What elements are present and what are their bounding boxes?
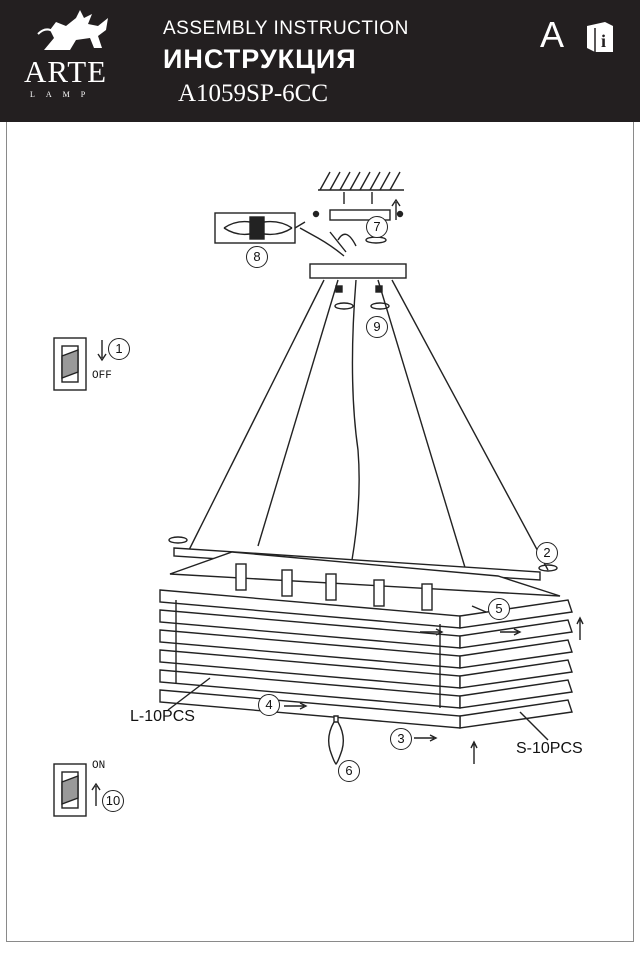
step-9-marker: 9 (366, 316, 388, 338)
up-arrow-icon (576, 616, 584, 640)
lamp-sockets (235, 563, 433, 611)
wire-left-outer (187, 279, 325, 553)
brand-sub: LAMP (30, 90, 97, 99)
up-arrow-icon (391, 198, 401, 220)
short-slats (459, 599, 573, 729)
title-russian: ИНСТРУКЦИЯ (163, 44, 357, 74)
model-number: A1059SP-6CC (178, 80, 329, 107)
header-bar: ARTE LAMP ASSEMBLY INSTRUCTION ИНСТРУКЦИ… (0, 0, 640, 122)
long-slats (159, 589, 461, 709)
wire-left-inner (257, 279, 339, 547)
switch-on-label: ON (92, 760, 106, 772)
shade-top (169, 551, 561, 597)
up-arrow-icon (470, 740, 478, 764)
ceiling-hatch (318, 171, 404, 191)
info-book-icon: i (587, 22, 613, 52)
lang-letter: A (540, 14, 565, 55)
step-6-marker: 6 (338, 760, 360, 782)
mounting-plate (329, 209, 391, 221)
info-glyph: i (601, 31, 606, 51)
wall-switch-icon (53, 763, 87, 817)
short-slats-label: S-10PCS (516, 740, 583, 757)
step-8-marker: 8 (246, 246, 268, 268)
power-cable (351, 279, 360, 561)
step-3-marker: 3 (390, 728, 412, 750)
step-5-marker: 5 (488, 598, 510, 620)
diagram-frame (6, 122, 634, 942)
title-english: ASSEMBLY INSTRUCTION (163, 18, 409, 39)
wire-right-outer (391, 279, 549, 571)
switch-off-label: OFF (92, 370, 112, 382)
step-4-marker: 4 (258, 694, 280, 716)
step-1-marker: 1 (108, 338, 130, 360)
step-2-marker: 2 (536, 542, 558, 564)
step-7-marker: 7 (366, 216, 388, 238)
right-arrow-icon (414, 734, 438, 742)
brand-name: ARTE (24, 54, 108, 89)
wire-right-inner (377, 279, 471, 585)
canopy (309, 263, 407, 279)
long-slats-label: L-10PCS (130, 708, 195, 725)
wall-switch-icon (53, 337, 87, 391)
griffin-logo-icon (37, 10, 108, 50)
bulb-icon (327, 715, 345, 765)
step-10-marker: 10 (102, 790, 124, 812)
right-arrow-icon (284, 702, 308, 710)
